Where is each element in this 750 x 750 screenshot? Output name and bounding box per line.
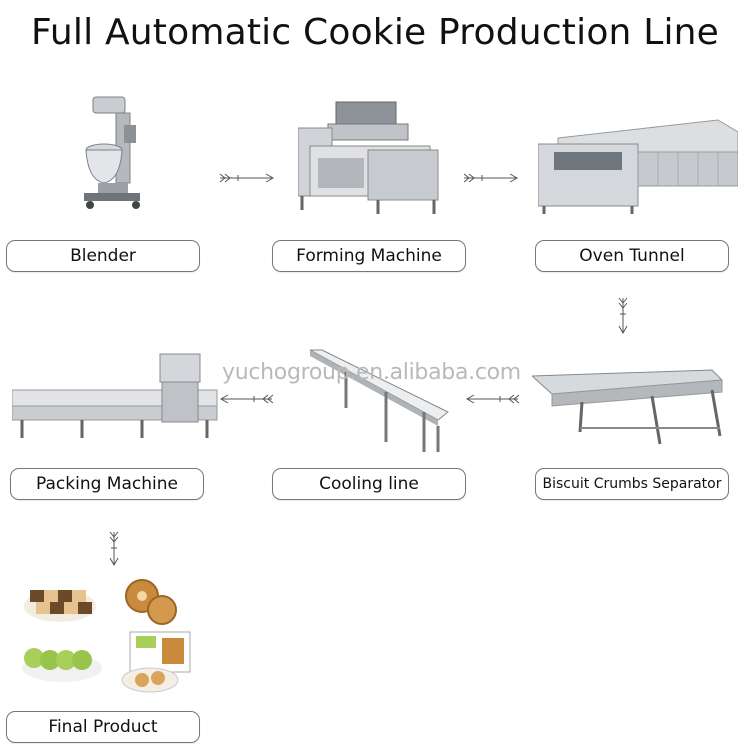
arrow-forming-to-oven — [463, 173, 519, 183]
step-label-forming-machine: Forming Machine — [272, 240, 466, 272]
step-label-packing-machine: Packing Machine — [10, 468, 204, 500]
arrow-packing-to-final — [109, 531, 119, 567]
step-label-cooling-line: Cooling line — [272, 468, 466, 500]
blender-machine-icon — [84, 96, 140, 209]
arrow-oven-to-separator — [618, 297, 628, 335]
arrow-cooling-to-packing — [220, 394, 274, 404]
oven-tunnel-icon — [538, 119, 738, 214]
page-title: Full Automatic Cookie Production Line — [30, 12, 720, 53]
arrow-separator-to-cooling — [466, 394, 520, 404]
arrow-blender-to-forming — [219, 173, 275, 183]
watermark-text: yuchogroup.en.alibaba.com — [222, 360, 521, 385]
step-label-oven-tunnel: Oven Tunnel — [535, 240, 729, 272]
cooling-conveyor-icon — [309, 349, 449, 452]
forming-machine-icon — [298, 101, 439, 214]
packing-machine-icon — [12, 353, 218, 438]
step-label-final-product: Final Product — [6, 711, 200, 743]
cookie-products-icon — [22, 579, 191, 693]
step-label-blender: Blender — [6, 240, 200, 272]
crumbs-separator-icon — [532, 369, 724, 445]
step-label-biscuit-crumbs-separator: Biscuit Crumbs Separator — [535, 468, 729, 500]
